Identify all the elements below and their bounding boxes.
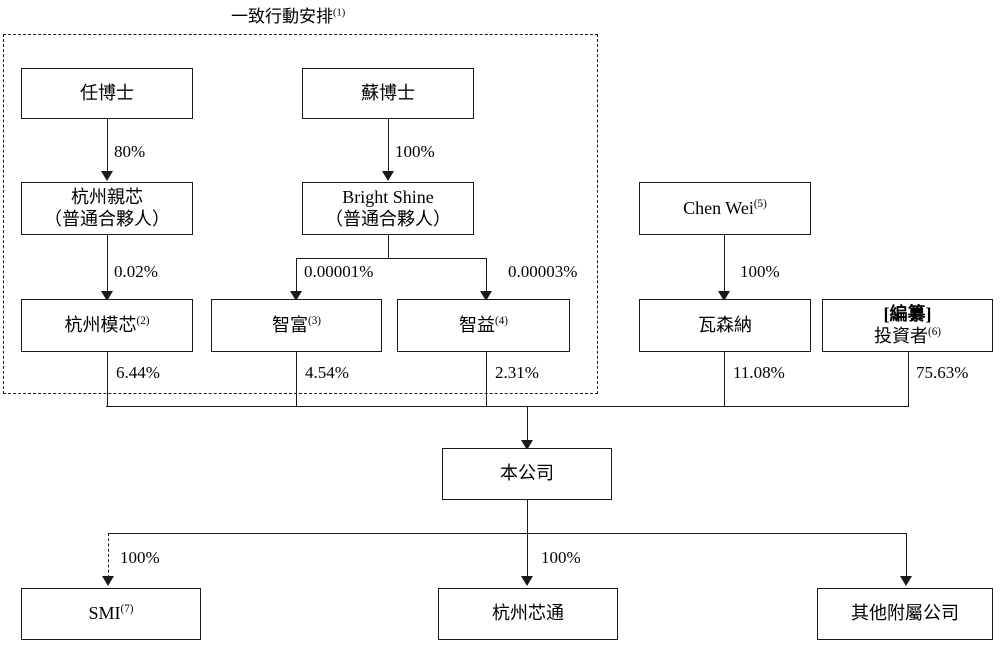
edge-collector-to-company-arrow [521, 440, 533, 450]
edge-zhiyi-to-company-line [486, 352, 487, 406]
edge-investor-to-company-line [908, 352, 909, 406]
node-zhifu[interactable]: 智富(3) [211, 299, 382, 352]
edge-label-brightshine-to-zhiyi: 0.00003% [508, 262, 578, 281]
edge-brightshine-to-zhiyi-line [486, 258, 487, 292]
node-other-subsidiaries-label: 其他附屬公司 [851, 603, 959, 624]
node-zhiyi-footnote: (4) [494, 314, 508, 327]
node-chen-wei[interactable]: Chen Wei(5) [639, 182, 811, 235]
edge-label-ren-to-qinxin: 80% [114, 142, 146, 161]
node-hangzhou-xintong-label: 杭州芯通 [492, 603, 564, 624]
edge-company-to-other-subs-arrow [900, 576, 912, 586]
edge-wasenna-to-company-line [724, 352, 725, 406]
node-hangzhou-moxin[interactable]: 杭州模芯(2) [21, 299, 193, 352]
node-chen-wei-label: Chen Wei(5) [683, 197, 767, 218]
edge-brightshine-to-zhiyi-arrow [480, 291, 492, 301]
group-title-footnote: (1) [333, 7, 346, 19]
node-the-company[interactable]: 本公司 [442, 448, 612, 500]
node-bright-shine-label: Bright Shine [342, 187, 434, 208]
edge-label-zhiyi-to-company: 2.31% [495, 363, 539, 382]
node-hangzhou-xintong[interactable]: 杭州芯通 [438, 588, 618, 640]
edge-company-stem [527, 500, 528, 533]
shareholders-collector-bar [106, 406, 909, 407]
node-hangzhou-qinxin-sublabel: （普通合夥人） [44, 208, 170, 229]
node-wasenna[interactable]: 瓦森納 [639, 299, 811, 352]
node-smi[interactable]: SMI(7) [21, 588, 201, 640]
edge-qinxin-to-moxin-line [107, 235, 108, 292]
edge-label-su-to-brightshine: 100% [395, 142, 435, 161]
group-title-text: 一致行動安排 [231, 7, 333, 26]
edge-brightshine-bus [296, 258, 487, 259]
edge-company-to-smi-arrow [102, 576, 114, 586]
edge-chenwei-to-wasenna-line [724, 235, 725, 292]
concert-party-dashed-region [3, 34, 598, 394]
node-hangzhou-qinxin[interactable]: 杭州親芯 （普通合夥人） [21, 182, 193, 235]
node-other-subsidiaries[interactable]: 其他附屬公司 [817, 588, 993, 640]
edge-chenwei-to-wasenna-arrow [718, 291, 730, 301]
edge-label-chenwei-to-wasenna: 100% [740, 262, 780, 281]
node-su-boshi-label: 蘇博士 [361, 82, 415, 103]
node-the-company-label: 本公司 [500, 463, 554, 484]
node-zhifu-footnote: (3) [307, 314, 321, 327]
node-hangzhou-moxin-label: 杭州模芯(2) [64, 314, 150, 335]
edge-ren-to-qinxin-line [107, 119, 108, 172]
edge-brightshine-stem [388, 235, 389, 259]
node-hangzhou-moxin-footnote: (2) [136, 314, 150, 327]
node-ren-boshi-label: 任博士 [80, 82, 134, 103]
edge-moxin-to-company-line [107, 352, 108, 406]
node-investor-footnote: (6) [927, 325, 941, 338]
edge-company-to-smi-line [108, 533, 109, 578]
group-title-concert-party-arrangement: 一致行動安排(1) [231, 2, 345, 27]
edge-label-investor-to-company: 75.63% [916, 363, 969, 382]
edge-brightshine-to-zhifu-line [296, 258, 297, 292]
node-investor-redacted-tag: [編纂] [883, 304, 932, 325]
subsidiaries-bus [108, 533, 906, 534]
edge-label-company-to-smi: 100% [120, 548, 160, 567]
edge-label-wasenna-to-company: 11.08% [733, 363, 785, 382]
edge-collector-to-company-line [527, 406, 528, 442]
node-investor-label: 投資者(6) [873, 325, 941, 346]
node-smi-label: SMI(7) [88, 603, 134, 624]
node-su-boshi[interactable]: 蘇博士 [302, 68, 474, 119]
edge-label-moxin-to-company: 6.44% [116, 363, 160, 382]
edge-company-to-xintong-line [527, 533, 528, 578]
node-hangzhou-qinxin-label: 杭州親芯 [71, 187, 143, 208]
node-zhiyi-label: 智益(4) [458, 314, 508, 335]
node-bright-shine[interactable]: Bright Shine （普通合夥人） [302, 182, 474, 235]
edge-qinxin-to-moxin-arrow [101, 291, 113, 301]
edge-label-qinxin-to-moxin: 0.02% [114, 262, 158, 281]
edge-su-to-brightshine-line [388, 119, 389, 172]
node-zhiyi[interactable]: 智益(4) [397, 299, 570, 352]
node-chen-wei-footnote: (5) [753, 197, 767, 210]
edge-label-brightshine-to-zhifu: 0.00001% [304, 262, 374, 281]
edge-label-company-to-xintong: 100% [541, 548, 581, 567]
node-bright-shine-sublabel: （普通合夥人） [325, 208, 451, 229]
node-zhifu-label: 智富(3) [271, 314, 321, 335]
edge-label-zhifu-to-company: 4.54% [305, 363, 349, 382]
edge-brightshine-to-zhifu-arrow [290, 291, 302, 301]
edge-ren-to-qinxin-arrow [101, 171, 113, 181]
node-ren-boshi[interactable]: 任博士 [21, 68, 193, 119]
edge-su-to-brightshine-arrow [382, 171, 394, 181]
node-wasenna-label: 瓦森納 [698, 314, 752, 335]
edge-company-to-other-subs-line [906, 533, 907, 578]
edge-zhifu-to-company-line [296, 352, 297, 406]
node-smi-footnote: (7) [120, 603, 134, 616]
edge-company-to-xintong-arrow [521, 576, 533, 586]
node-investor[interactable]: [編纂] 投資者(6) [822, 299, 993, 352]
